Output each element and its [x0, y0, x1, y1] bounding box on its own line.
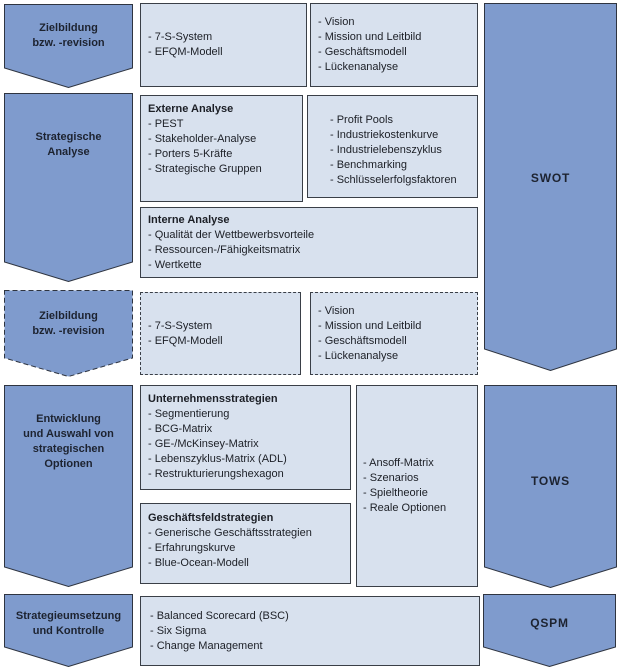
down-chevron-icon — [4, 385, 133, 587]
down-chevron-icon — [484, 385, 617, 588]
method-box-title: Interne Analyse — [148, 214, 230, 226]
method-item: - Ressourcen-/Fähigkeitsmatrix — [148, 244, 301, 256]
method-box-options-tools: - Ansoff-Matrix - Szenarios - Spieltheor… — [356, 385, 478, 587]
swot-label: SWOT — [530, 170, 571, 185]
method-item: - Industrielebenszyklus — [330, 144, 442, 156]
method-item: - Porters 5-Kräfte — [148, 148, 233, 160]
method-item: - Ansoff-Matrix — [363, 457, 434, 469]
method-box-branchen-tools: - Profit Pools - Industriekostenkurve - … — [307, 95, 478, 198]
method-item: - Blue-Ocean-Modell — [148, 557, 249, 569]
method-item: - Industriekostenkurve — [330, 129, 439, 141]
method-box-geschaeftsfeldstrategien: Geschäftsfeldstrategien - Generische Ges… — [140, 503, 351, 584]
qspm-arrow: QSPM — [483, 594, 616, 667]
stage-arrow-zielbildung-2-dashed: Zielbildung bzw. -revision — [4, 290, 133, 377]
down-chevron-icon — [483, 594, 616, 667]
method-item: - Erfahrungskurve — [148, 542, 236, 554]
method-item: - Stakeholder-Analyse — [148, 133, 257, 145]
method-item: - Strategische Gruppen — [148, 163, 262, 175]
down-chevron-icon — [4, 93, 133, 282]
method-item: - Segmentierung — [148, 408, 230, 420]
method-item: - Balanced Scorecard (BSC) — [150, 609, 289, 622]
method-item: - BCG-Matrix — [148, 423, 213, 435]
method-item: - Mission und Leitbild — [318, 31, 422, 43]
stage-arrow-strategieumsetzung: Strategieumsetzung und Kontrolle — [4, 594, 133, 667]
method-box-title: Unternehmensstrategien — [148, 393, 278, 405]
stage-arrow-strategische-analyse: Strategische Analyse — [4, 93, 133, 282]
method-item: - Lückenanalyse — [318, 349, 399, 362]
tows-label: TOWS — [531, 474, 570, 488]
method-item: - Generische Geschäftsstrategien — [148, 527, 312, 539]
method-item: - Profit Pools — [330, 114, 393, 126]
method-item: - 7-S-System — [148, 319, 213, 332]
method-item: - Spieltheorie — [363, 487, 428, 499]
down-chevron-icon — [484, 3, 617, 371]
method-box-ziel-1-right: - Vision - Mission und Leitbild - Geschä… — [310, 3, 478, 87]
method-item: - Lebenszyklus-Matrix (ADL) — [148, 453, 287, 465]
method-item: - Vision — [318, 16, 355, 28]
method-item: - EFQM-Modell — [148, 46, 223, 58]
method-item: - Six Sigma — [150, 624, 207, 637]
method-item: - GE-/McKinsey-Matrix — [148, 438, 259, 450]
method-box-ziel-2-left-dashed: - 7-S-System - EFQM-Modell — [140, 292, 301, 375]
stage-label-strategische-analyse: Strategische Analyse — [35, 131, 102, 158]
method-item: - Szenarios — [363, 472, 419, 484]
method-item: - Change Management — [150, 639, 263, 652]
stage-label-zielbildung-2: Zielbildung bzw. -revision — [32, 310, 105, 337]
method-box-interne-analyse: Interne Analyse - Qualität der Wettbewer… — [140, 207, 478, 278]
method-item: - Geschäftsmodell — [318, 46, 407, 58]
stage-arrow-entwicklung-optionen: Entwicklung und Auswahl von strategische… — [4, 385, 133, 587]
down-chevron-icon — [4, 594, 133, 667]
method-item: - Geschäftsmodell — [318, 334, 407, 347]
method-item: - Wertkette — [148, 259, 202, 271]
method-box-ziel-2-right-dashed: - Vision - Mission und Leitbild - Geschä… — [310, 292, 478, 375]
qspm-label: QSPM — [530, 616, 569, 630]
method-item: - Vision — [318, 304, 355, 317]
method-item: - Mission und Leitbild — [318, 319, 422, 332]
method-item: - 7-S-System — [148, 31, 213, 43]
method-item: - Schlüsselerfolgsfaktoren — [330, 174, 457, 186]
method-item: - Lückenanalyse — [318, 61, 399, 73]
method-item: - Restrukturierungshexagon — [148, 468, 284, 480]
stage-label-strategieumsetzung: Strategieumsetzung und Kontrolle — [15, 609, 122, 637]
stage-arrow-zielbildung-1: Zielbildung bzw. -revision — [4, 4, 133, 88]
down-chevron-icon — [4, 4, 133, 88]
down-chevron-dashed-icon — [4, 290, 133, 377]
swot-arrow: SWOT — [484, 3, 617, 371]
stage-label-entwicklung-optionen: Entwicklung und Auswahl von strategische… — [23, 413, 114, 470]
method-box-umsetzung-kontrolle: - Balanced Scorecard (BSC) - Six Sigma -… — [140, 596, 480, 666]
method-item: - Reale Optionen — [363, 502, 447, 514]
method-box-ziel-1-left: - 7-S-System - EFQM-Modell — [140, 3, 307, 87]
method-box-externe-analyse: Externe Analyse - PEST - Stakeholder-Ana… — [140, 95, 303, 202]
method-item: - PEST — [148, 118, 184, 130]
method-box-title: Geschäftsfeldstrategien — [148, 512, 274, 524]
tows-arrow: TOWS — [484, 385, 617, 588]
stage-label-zielbildung-1: Zielbildung bzw. -revision — [32, 22, 105, 49]
method-box-title: Externe Analyse — [148, 103, 234, 115]
method-item: - Benchmarking — [330, 159, 408, 171]
method-item: - Qualität der Wettbewerbsvorteile — [148, 229, 315, 241]
method-box-unternehmensstrategien: Unternehmensstrategien - Segmentierung -… — [140, 385, 351, 490]
method-item: - EFQM-Modell — [148, 334, 223, 347]
